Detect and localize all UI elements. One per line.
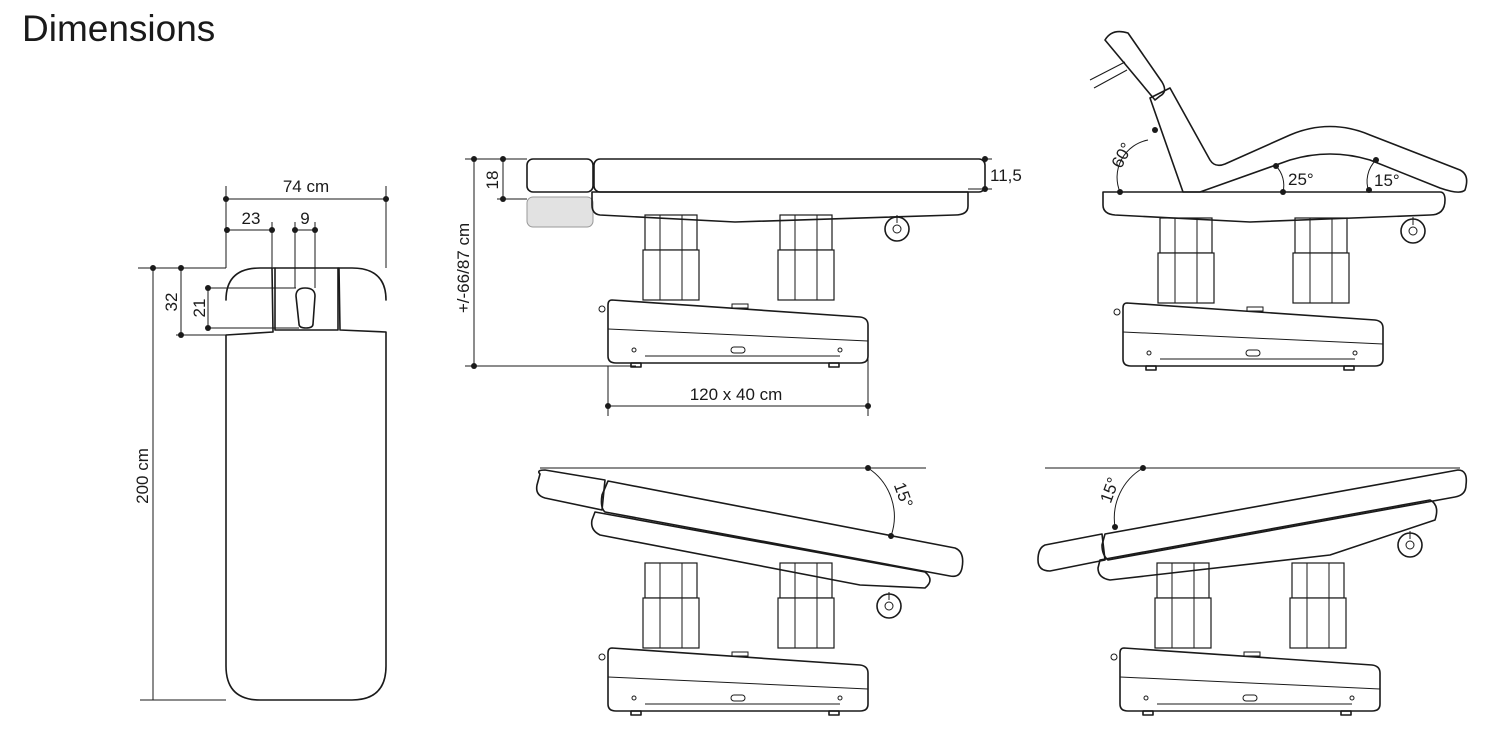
- tilt-view-left: 15°: [535, 465, 964, 716]
- top-thickness-label: 11,5: [990, 166, 1022, 185]
- seat-angle-label: 25°: [1288, 170, 1314, 189]
- side-view: 18 11,5 +/-66/87 cm 120 x 40 cm: [454, 156, 1022, 416]
- width-label: 74 cm: [283, 177, 329, 196]
- page-title: Dimensions: [22, 8, 216, 49]
- tilt-view-right: 15°: [1037, 465, 1468, 716]
- base-size-label: 120 x 40 cm: [690, 385, 783, 404]
- face-cushion: [526, 196, 594, 228]
- hole-length-label: 21: [190, 299, 209, 318]
- head-thickness-label: 18: [483, 171, 502, 190]
- face-hole: [295, 287, 316, 329]
- hole-width-label: 9: [300, 209, 309, 228]
- table-outline: [225, 267, 387, 701]
- length-label: 200 cm: [133, 448, 152, 504]
- head-length-label: 32: [162, 293, 181, 312]
- height-label: +/-66/87 cm: [454, 223, 473, 313]
- lounge-view: 60° 25° 15°: [1089, 30, 1468, 371]
- head-width-label: 23: [242, 209, 261, 228]
- back-angle-label: 60°: [1108, 140, 1137, 172]
- leg-angle-label: 15°: [1374, 171, 1400, 190]
- top-view: 74 cm 23 9 32 21 200 cm: [133, 177, 389, 701]
- head-up-angle-label: 15°: [1097, 475, 1124, 506]
